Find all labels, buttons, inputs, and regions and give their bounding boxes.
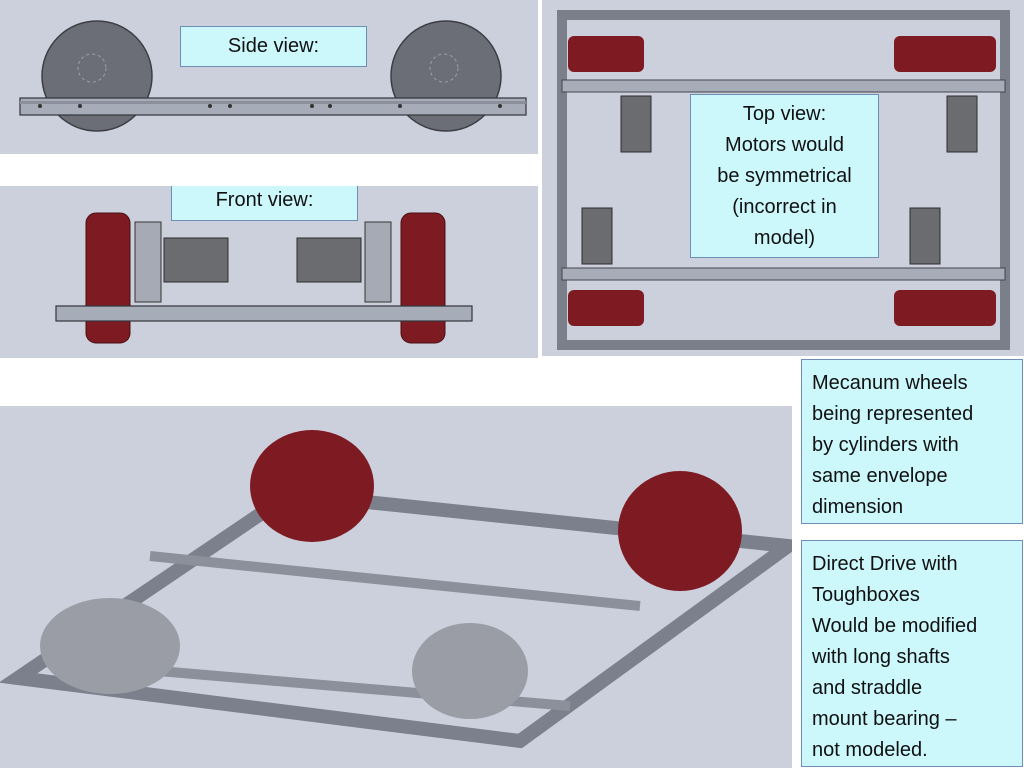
front-view-label: Front view: — [171, 186, 358, 221]
top-view-label-line-4: (incorrect in — [732, 195, 837, 218]
front-view-wheel-left — [85, 212, 131, 344]
top-view-wheel-bl — [568, 290, 644, 326]
direct-drive-note-line-1: Direct Drive with — [812, 553, 958, 575]
direct-drive-note: Direct Drive with Toughboxes Would be mo… — [801, 540, 1023, 767]
side-view-panel: Side view: — [0, 0, 538, 154]
front-view-drawing — [55, 212, 473, 344]
isometric-wheel-back-left — [250, 430, 374, 542]
side-view-frame-rail — [19, 97, 527, 116]
side-view-drawing — [19, 20, 527, 132]
top-view-motor-tr — [946, 95, 978, 153]
front-view-motor-right — [296, 237, 362, 283]
top-view-motor-br — [909, 207, 941, 265]
direct-drive-note-line-7: not modeled. — [812, 739, 928, 761]
mecanum-note-line-1: Mecanum wheels — [812, 372, 968, 394]
top-view-label-line-5: model) — [753, 226, 816, 249]
mecanum-note-line-4: same envelope — [812, 465, 948, 487]
top-view-wheel-tl — [568, 36, 644, 72]
direct-drive-note-line-2: Toughboxes — [812, 584, 920, 606]
isometric-wheel-front-right — [412, 623, 528, 719]
front-view-gearbox-left — [134, 221, 162, 303]
mecanum-note-line-3: by cylinders with — [812, 434, 959, 456]
direct-drive-note-line-5: and straddle — [812, 677, 923, 699]
front-view-motor-left — [163, 237, 229, 283]
side-view-label-text: Side view: — [227, 35, 320, 57]
top-view-label-line-1: Top view: — [742, 102, 827, 125]
isometric-view-panel — [0, 406, 792, 768]
top-view-label: Top view: Motors would be symmetrical (i… — [690, 94, 879, 258]
direct-drive-note-line-3: Would be modified — [812, 615, 978, 637]
front-view-gearbox-right — [364, 221, 392, 303]
direct-drive-note-line-6: mount bearing – — [812, 708, 957, 730]
top-view-label-line-3: be symmetrical — [717, 164, 852, 187]
isometric-wheel-back-right — [618, 471, 742, 591]
front-view-wheel-right — [400, 212, 446, 344]
mecanum-note: Mecanum wheels being represented by cyli… — [801, 359, 1023, 524]
direct-drive-note-line-4: with long shafts — [812, 646, 950, 668]
front-view-label-text: Front view: — [215, 189, 314, 211]
top-view-motor-tl — [620, 95, 652, 153]
mecanum-note-line-2: being represented — [812, 403, 974, 425]
isometric-view-drawing — [0, 430, 792, 749]
top-view-wheel-br — [894, 290, 996, 326]
top-view-drawing — [557, 10, 1010, 350]
isometric-wheel-front-left — [40, 598, 180, 694]
front-view-frame-rail — [55, 305, 473, 322]
top-view-frame-outer — [557, 10, 1010, 350]
front-view-panel: Front view: — [0, 186, 538, 358]
top-view-motor-bl — [581, 207, 613, 265]
top-view-panel: Top view: Motors would be symmetrical (i… — [542, 0, 1024, 356]
top-view-label-line-2: Motors would — [725, 133, 844, 156]
mecanum-note-line-5: dimension — [812, 496, 904, 518]
top-view-wheel-tr — [894, 36, 996, 72]
side-view-label: Side view: — [180, 26, 367, 67]
isometric-frame — [0, 486, 792, 749]
